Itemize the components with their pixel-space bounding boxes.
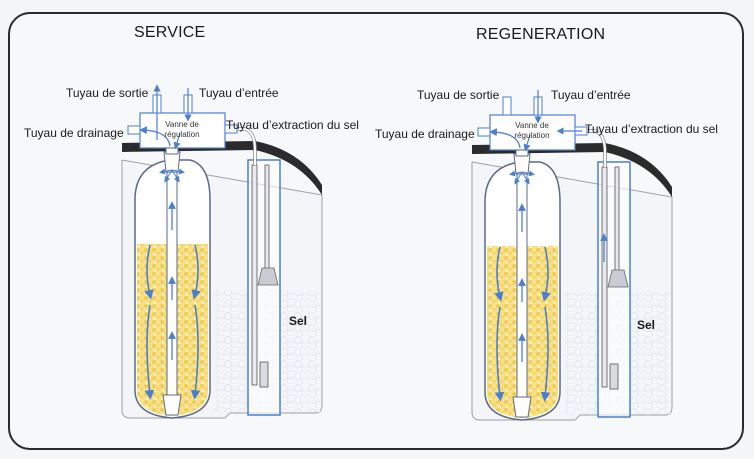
drain-port <box>127 125 141 135</box>
brine-tube <box>601 166 608 388</box>
valve-label-line2: régulation <box>514 131 550 140</box>
bottom-strainer <box>512 396 532 418</box>
service-title: SERVICE <box>134 24 206 41</box>
bottom-strainer <box>162 394 182 416</box>
flow-arrow <box>540 306 551 402</box>
outlet-pipe <box>502 96 512 116</box>
flow-arrow <box>494 306 505 402</box>
top-distributor <box>513 153 531 175</box>
top-distributor <box>163 151 181 173</box>
outlet-pipe-label: Tuyau de sortie <box>417 88 500 102</box>
regeneration-title: REGENERATION <box>476 26 606 43</box>
flow-arrow <box>159 168 173 175</box>
flow-arrow <box>191 244 201 300</box>
drain-port <box>477 127 491 137</box>
salt-label: Sel <box>289 314 308 328</box>
flow-arrow <box>190 304 201 400</box>
brine-float <box>607 269 629 288</box>
flow-arrow <box>494 246 504 302</box>
flow-arrow <box>164 169 173 183</box>
drain-pipe-label: Tuyau de drainage <box>375 127 475 141</box>
brine-line-inner <box>576 130 606 167</box>
valve-stem <box>515 149 529 157</box>
float-rod <box>614 166 620 273</box>
control-valve-label: Vanne de régulation <box>155 120 209 140</box>
check-valve <box>259 361 269 388</box>
tank-flow-arrow <box>523 134 531 152</box>
salt-label: Sel <box>637 318 656 332</box>
brine-line-inner <box>226 128 256 165</box>
service-panel <box>121 84 323 419</box>
flow-arrow <box>541 246 551 302</box>
drain-pipe-label: Tuyau de drainage <box>24 126 124 140</box>
flow-arrow <box>144 244 154 300</box>
cabinet-lid <box>472 143 672 197</box>
brine-port <box>224 124 238 134</box>
brine-pipe-label: Tuyau d’extraction du sel <box>585 122 718 136</box>
brine-pipe-label: Tuyau d’extraction du sel <box>226 118 359 132</box>
check-valve <box>609 363 619 390</box>
drain-flow-arrow <box>489 128 521 149</box>
flow-arrow <box>171 169 180 183</box>
flow-arrow <box>171 168 185 175</box>
brine-tube <box>251 164 258 386</box>
float-rod <box>264 164 270 271</box>
valve-stem <box>165 147 179 155</box>
cabinet-lid <box>122 141 322 195</box>
control-valve-body <box>139 112 226 149</box>
outlet-pipe-label: Tuyau de sortie <box>66 86 149 100</box>
control-valve-label: Vanne de régulation <box>505 121 559 141</box>
flow-arrow <box>521 171 530 185</box>
valve-label-line1: Vanne de <box>515 121 549 130</box>
drain-flow-arrow <box>139 126 171 147</box>
regeneration-panel <box>471 90 673 421</box>
inlet-pipe-label: Tuyau d’entrée <box>551 88 631 102</box>
flow-arrow <box>521 170 535 177</box>
inlet-pipe-label: Tuyau d’entrée <box>199 86 279 100</box>
flow-arrow <box>514 171 523 185</box>
valve-label-line1: Vanne de <box>165 120 199 129</box>
tank-flow-arrow <box>173 132 181 150</box>
flow-arrow <box>144 304 155 400</box>
brine-float <box>257 267 279 286</box>
flow-arrow <box>509 170 523 177</box>
valve-label-line2: régulation <box>164 130 200 139</box>
